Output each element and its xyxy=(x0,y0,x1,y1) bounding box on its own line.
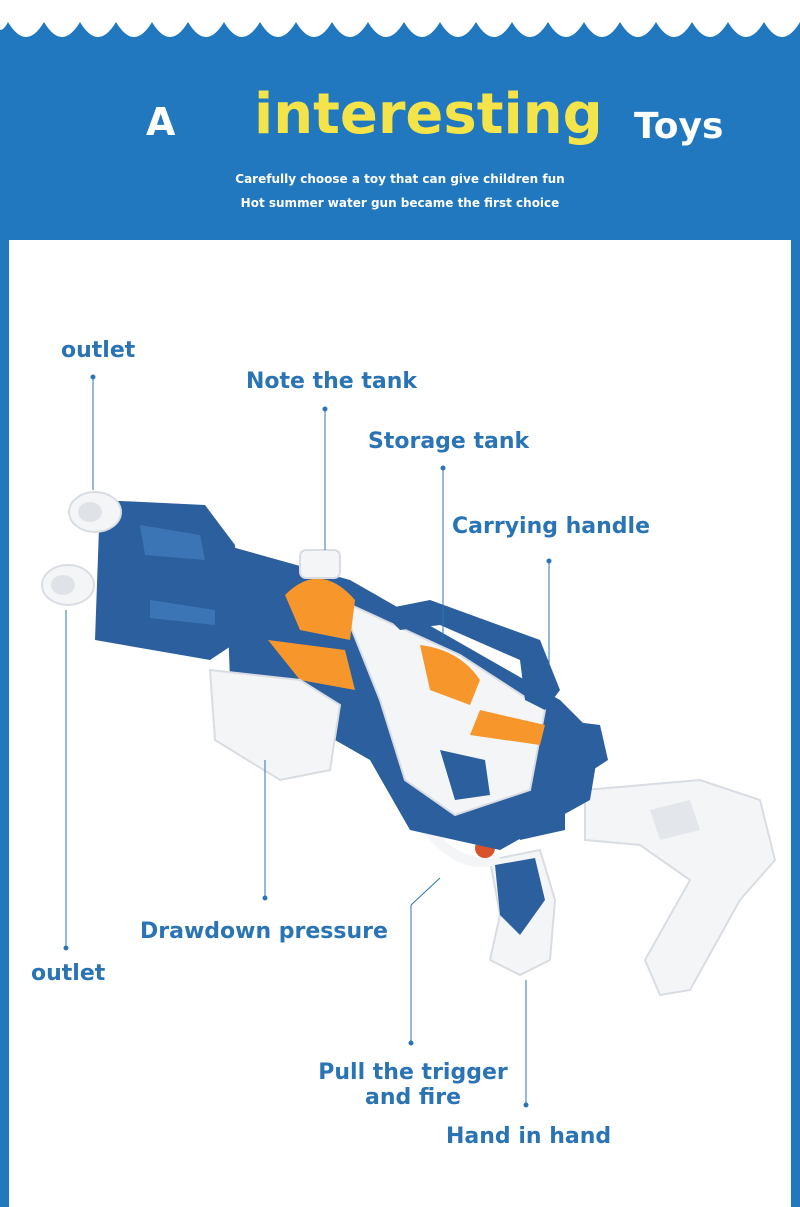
label-drawdown-pressure: Drawdown pressure xyxy=(140,919,388,944)
label-pull-trigger-line2: and fire xyxy=(365,1085,461,1110)
label-storage-tank: Storage tank xyxy=(368,429,530,454)
subtitle-1: Carefully choose a toy that can give chi… xyxy=(235,172,565,186)
label-outlet-top: outlet xyxy=(61,338,136,363)
header-banner: A interesting Toys Carefully choose a to… xyxy=(0,0,800,240)
title-toys: Toys xyxy=(634,106,724,147)
title-interesting: interesting xyxy=(254,82,603,147)
label-hand-in-hand: Hand in hand xyxy=(446,1124,612,1149)
wave-border xyxy=(0,0,800,37)
label-note-the-tank: Note the tank xyxy=(246,369,418,394)
label-pull-trigger-line1: Pull the trigger xyxy=(318,1060,508,1085)
label-pull-trigger: Pull the trigger and fire xyxy=(318,1060,508,1110)
subtitle-2: Hot summer water gun became the first ch… xyxy=(240,196,560,210)
title-a: A xyxy=(146,100,176,144)
label-carrying-handle: Carrying handle xyxy=(452,514,651,539)
label-outlet-bottom: outlet xyxy=(31,961,106,986)
